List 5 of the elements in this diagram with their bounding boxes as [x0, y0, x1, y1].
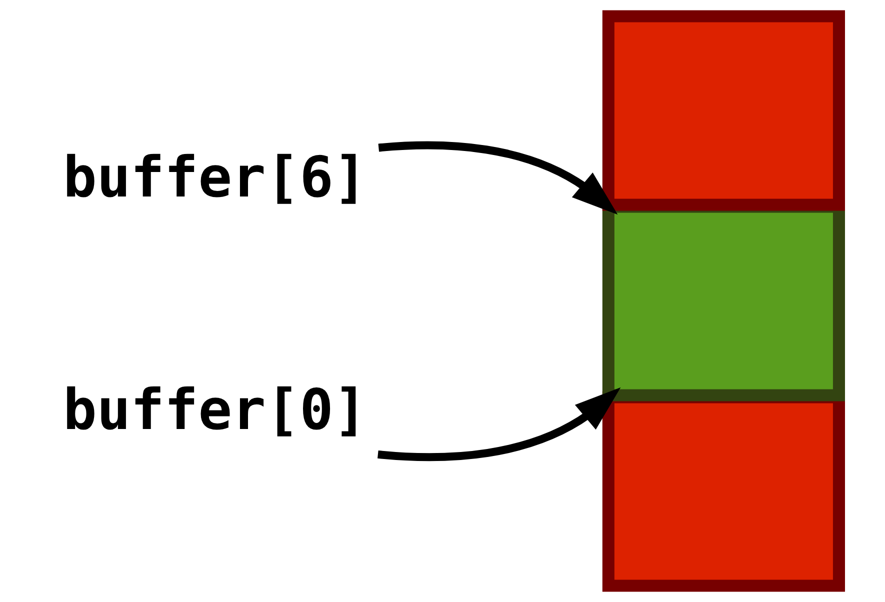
arrow [378, 141, 618, 215]
node-text: buffer[0] [62, 378, 367, 444]
arrow [377, 387, 620, 462]
node-box [602, 10, 844, 211]
node-text: buffer[6] [62, 146, 367, 211]
